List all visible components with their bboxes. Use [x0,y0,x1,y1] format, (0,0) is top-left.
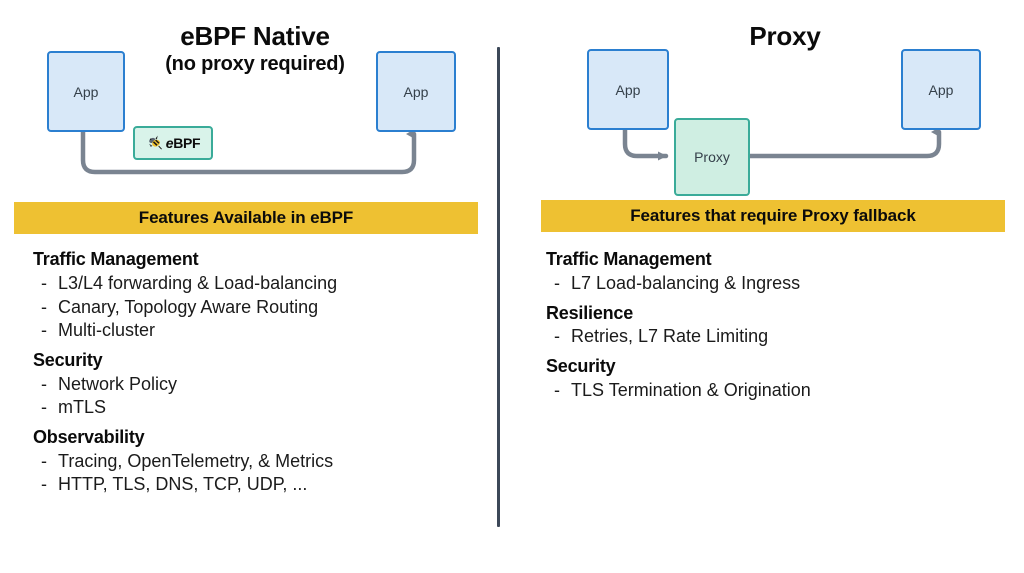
right-diagram-proxy-box: Proxy [674,118,750,196]
feature-text: TLS Termination & Origination [571,380,811,401]
feature-group: Security - TLS Termination & Origination [546,356,1016,403]
feature-text: Canary, Topology Aware Routing [58,296,319,317]
feature-text: Retries, L7 Rate Limiting [571,326,769,347]
app-label: App [615,81,641,98]
bullet-dash: - [41,397,47,418]
proxy-label: Proxy [694,149,730,165]
app-label: App [73,83,99,100]
feature-group-heading: Traffic Management [546,249,712,269]
left-diagram-app-box-source: App [47,51,125,132]
right-diagram-app-box-destination: App [901,49,981,130]
bullet-dash: - [41,296,47,317]
feature-text: mTLS [58,397,107,418]
ebpf-badge: eeBPFBPF [133,126,213,160]
ebpf-badge-label: eeBPFBPF [165,135,201,151]
feature-group: Security - Network Policy - mTLS [33,350,503,420]
left-title-line2: (no proxy required) [165,53,345,76]
app-label: App [403,83,429,100]
right-feature-list: Traffic Management - L7 Load-balancing &… [546,249,1016,403]
bullet-dash: - [554,272,560,293]
feature-group-heading: Resilience [546,302,634,323]
feature-item: - Network Policy [41,373,503,397]
left-diagram-app-box-destination: App [376,51,456,132]
left-banner: Features Available in eBPF [14,202,478,234]
bullet-dash: - [41,450,47,471]
right-banner: Features that require Proxy fallback [541,200,1005,232]
right-panel: Proxy App App Proxy Features that requir… [500,0,1024,573]
panel-divider [497,47,500,527]
feature-item: - Retries, L7 Rate Limiting [554,325,1016,349]
bullet-dash: - [41,373,47,394]
bullet-dash: - [554,380,560,401]
bullet-dash: - [554,326,560,347]
left-panel-title: eBPF Native (no proxy required) [120,21,390,76]
feature-item: - Canary, Topology Aware Routing [41,296,503,320]
feature-item: - Tracing, OpenTelemetry, & Metrics [41,450,503,474]
feature-group-heading: Observability [33,426,145,447]
app-label: App [928,81,954,98]
feature-group: Traffic Management - L7 Load-balancing &… [546,249,1016,296]
feature-item: - HTTP, TLS, DNS, TCP, UDP, ... [41,473,503,497]
feature-group: Observability - Tracing, OpenTelemetry, … [33,427,503,497]
feature-text: Multi-cluster [58,320,156,341]
feature-text: Tracing, OpenTelemetry, & Metrics [58,450,334,471]
feature-group-heading: Security [546,356,616,377]
feature-group-heading: Traffic Management [33,249,199,269]
feature-group: Resilience - Retries, L7 Rate Limiting [546,303,1016,350]
feature-group: Traffic Management - L3/L4 forwarding & … [33,249,503,343]
bullet-dash: - [41,272,47,293]
left-title-line1: eBPF Native [180,21,330,51]
feature-text: HTTP, TLS, DNS, TCP, UDP, ... [58,474,308,495]
left-panel: eBPF Native (no proxy required) App App … [0,0,498,573]
feature-group-heading: Security [33,349,103,370]
right-panel-title: Proxy [749,21,821,51]
feature-text: L7 Load-balancing & Ingress [571,272,801,293]
right-diagram-app-box-source: App [587,49,669,130]
feature-text: Network Policy [58,373,178,394]
feature-item: - Multi-cluster [41,319,503,343]
left-feature-list: Traffic Management - L3/L4 forwarding & … [33,249,503,497]
feature-item: - L3/L4 forwarding & Load-balancing [41,272,503,296]
bee-icon [148,135,162,150]
feature-item: - TLS Termination & Origination [554,379,1016,403]
feature-text: L3/L4 forwarding & Load-balancing [58,272,338,293]
bullet-dash: - [41,320,47,341]
feature-item: - L7 Load-balancing & Ingress [554,272,1016,296]
feature-item: - mTLS [41,396,503,420]
bullet-dash: - [41,474,47,495]
